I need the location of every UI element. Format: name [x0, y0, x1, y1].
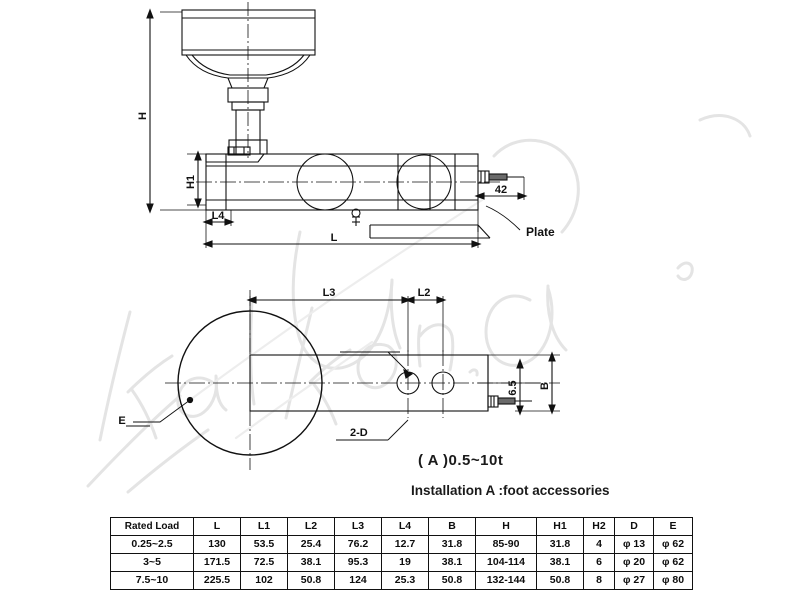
cell-L4: 25.3 [381, 571, 429, 590]
label-2-D: 2-D [350, 427, 368, 439]
col-header-L1: L1 [240, 517, 288, 536]
dim-label-H1: H1 [185, 175, 197, 189]
cell-L: 130 [193, 535, 241, 554]
dim-label-L4: L4 [212, 210, 226, 222]
cell-H2: 4 [583, 535, 615, 554]
cell-L3: 76.2 [334, 535, 382, 554]
cell-L3: 124 [334, 571, 382, 590]
cell-D: φ 13 [614, 535, 654, 554]
col-header-D: D [614, 517, 654, 536]
col-header-rated-load: Rated Load [110, 517, 194, 536]
table-row: 3~5 171.5 72.5 38.1 95.3 19 38.1 104-114… [110, 553, 693, 572]
cell-L4: 19 [381, 553, 429, 572]
dim-label-H: H [137, 112, 149, 120]
cell-H1: 50.8 [536, 571, 584, 590]
cell-H2: 8 [583, 571, 615, 590]
cell-rated-load: 0.25~2.5 [110, 535, 194, 554]
cell-L: 171.5 [193, 553, 241, 572]
table-body: 0.25~2.5 130 53.5 25.4 76.2 12.7 31.8 85… [110, 535, 693, 590]
cell-B: 31.8 [428, 535, 476, 554]
cell-D: φ 20 [614, 553, 654, 572]
col-header-H1: H1 [536, 517, 584, 536]
cell-L: 225.5 [193, 571, 241, 590]
cell-L3: 95.3 [334, 553, 382, 572]
cell-B: 50.8 [428, 571, 476, 590]
table-row: 7.5~10 225.5 102 50.8 124 25.3 50.8 132-… [110, 571, 693, 590]
cell-L1: 102 [240, 571, 288, 590]
cell-L1: 72.5 [240, 553, 288, 572]
cell-H: 104-114 [475, 553, 537, 572]
cell-B: 38.1 [428, 553, 476, 572]
col-header-L: L [193, 517, 241, 536]
cell-L2: 50.8 [287, 571, 335, 590]
col-header-L4: L4 [381, 517, 429, 536]
cell-rated-load: 7.5~10 [110, 571, 194, 590]
col-header-H: H [475, 517, 537, 536]
cell-D: φ 27 [614, 571, 654, 590]
cell-H: 132-144 [475, 571, 537, 590]
col-header-B: B [428, 517, 476, 536]
col-header-L2: L2 [287, 517, 335, 536]
col-header-H2: H2 [583, 517, 615, 536]
cell-E: φ 80 [653, 571, 693, 590]
dim-label-L2: L2 [418, 287, 431, 299]
dim-label-42: 42 [495, 184, 507, 196]
dim-label-6-5: 6.5 [507, 380, 519, 395]
cell-L4: 12.7 [381, 535, 429, 554]
col-header-E: E [653, 517, 693, 536]
cell-E: φ 62 [653, 553, 693, 572]
cell-H1: 38.1 [536, 553, 584, 572]
dim-label-B: B [539, 382, 551, 390]
table-head: Rated Load L L1 L2 L3 L4 B H H1 H2 D E [110, 517, 693, 536]
col-header-L3: L3 [334, 517, 382, 536]
installation-caption-secondary: Installation A :foot accessories [411, 483, 610, 498]
cell-E: φ 62 [653, 535, 693, 554]
cell-H: 85-90 [475, 535, 537, 554]
cell-H2: 6 [583, 553, 615, 572]
cell-rated-load: 3~5 [110, 553, 194, 572]
cell-H1: 31.8 [536, 535, 584, 554]
cell-L2: 38.1 [287, 553, 335, 572]
dim-label-L: L [331, 232, 338, 244]
table-header-row: Rated Load L L1 L2 L3 L4 B H H1 H2 D E [110, 517, 693, 536]
specification-table: Rated Load L L1 L2 L3 L4 B H H1 H2 D E 0… [110, 517, 693, 590]
dim-label-E: E [118, 415, 125, 427]
dim-label-L3: L3 [323, 287, 336, 299]
installation-caption-primary: ( A )0.5~10t [418, 452, 504, 469]
cell-L2: 25.4 [287, 535, 335, 554]
cell-L1: 53.5 [240, 535, 288, 554]
table-row: 0.25~2.5 130 53.5 25.4 76.2 12.7 31.8 85… [110, 535, 693, 554]
label-plate: Plate [526, 225, 555, 239]
